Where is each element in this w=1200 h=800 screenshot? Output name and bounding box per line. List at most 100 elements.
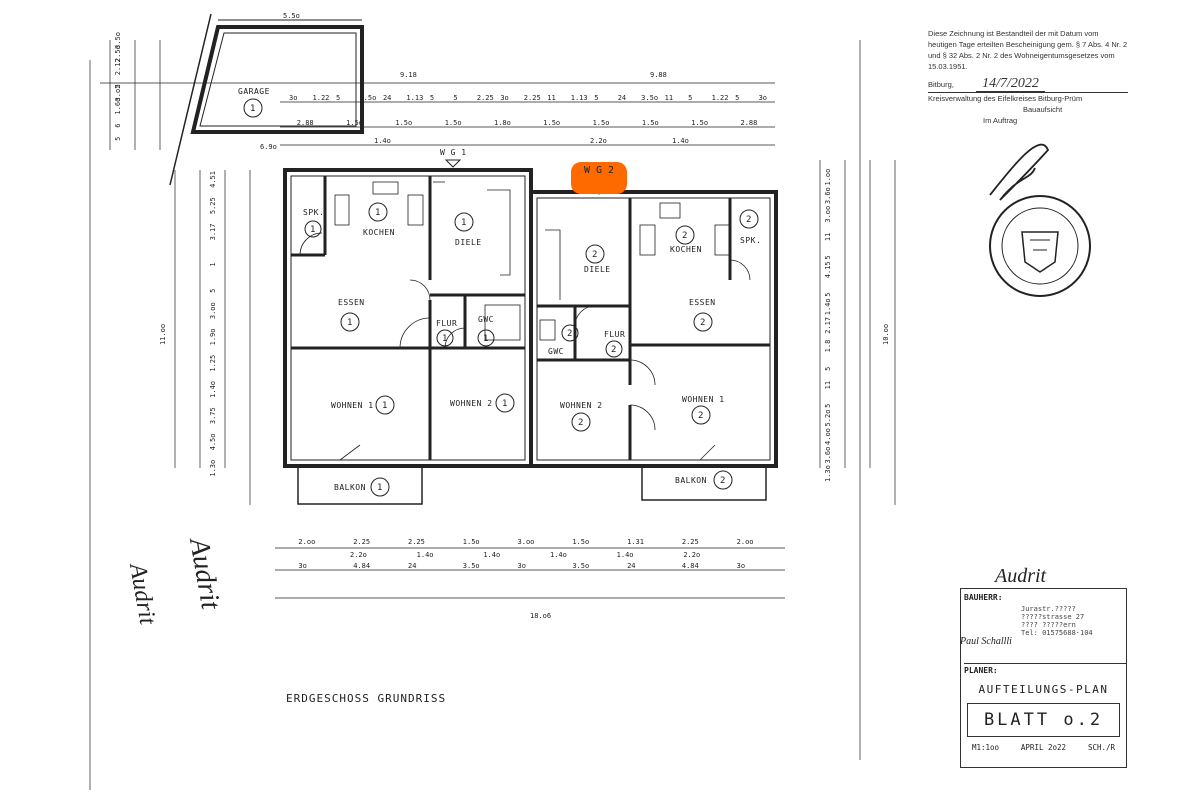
dimension-label: 2.2o: [350, 551, 367, 559]
side-signature-1: Audrit: [183, 534, 227, 613]
room-unit-spk1: 1: [310, 225, 315, 235]
dimension-label: 3o: [737, 562, 745, 570]
dimension-label: 1.22: [712, 94, 729, 102]
dimension-label: 3.17: [209, 224, 217, 241]
unit-marker-w1: W G 1: [440, 148, 467, 157]
dimension-label: 5: [114, 84, 122, 88]
room-unit-circles: [243, 98, 759, 497]
dimension-label: 4.84: [353, 562, 370, 570]
owner-address: Jurastr.????? ?????strasse 27 ???? ?????…: [1021, 605, 1126, 637]
room-unit-gwc2: 2: [567, 329, 572, 339]
room-labels: GARAGE 1 SPK. 1 KOCHEN 1 DIELE 1 ESSEN 1…: [238, 87, 761, 493]
dimension-label: 5: [209, 289, 217, 293]
notice-date-line: Bitburg, 14/7/2022: [928, 76, 1128, 92]
authority-signature: [989, 143, 1050, 201]
dimension-label: 1.6o: [114, 98, 122, 115]
room-label-wohnen2-2: WOHNEN 2: [560, 401, 603, 410]
dimension-label: 1.5o: [572, 538, 589, 546]
unit-2-walls: [537, 198, 770, 460]
dimension-label: 5.2o: [824, 410, 832, 427]
room-label-diele2: DIELE: [584, 265, 611, 274]
dim-top-row3-3: 2.2o: [590, 137, 607, 145]
dimension-label: 3o: [518, 562, 526, 570]
dimension-label: 3o: [500, 94, 508, 102]
owner-signature: Audrit: [995, 565, 1047, 587]
room-unit-kochen1: 1: [375, 208, 380, 218]
dimension-label: 1.4o: [209, 381, 217, 398]
dimension-label: 3o: [298, 562, 306, 570]
dimension-label: 3.oo: [518, 538, 535, 546]
dimension-label: 1.25: [209, 355, 217, 372]
sheet-number: BLATT o.2: [967, 703, 1120, 737]
room-label-flur1: FLUR: [436, 319, 457, 328]
w1-marker-triangle: [444, 159, 462, 168]
dimension-label: 4.84: [682, 562, 699, 570]
plan-scale: M1:1oo: [971, 743, 1000, 752]
garage-outline: [169, 13, 364, 186]
dim-top-row3-1: 6.9o: [260, 143, 277, 151]
plan-drawn: SCH./R: [1087, 743, 1116, 752]
dimension-label: 1.5o: [463, 538, 480, 546]
dimension-label: 5: [824, 367, 832, 371]
dimension-label: 1: [209, 262, 217, 266]
authority-notice: Diese Zeichnung ist Bestandteil der mit …: [928, 28, 1128, 126]
planer-label: PLANER:: [964, 663, 1126, 675]
fixtures: [334, 181, 731, 341]
dimension-label: 4.51: [209, 171, 217, 188]
dimension-label: 3.5o: [572, 562, 589, 570]
dimension-label: 3.oo: [209, 302, 217, 319]
dimension-label: 24: [383, 94, 391, 102]
room-label-kochen2: KOCHEN: [670, 245, 702, 254]
dimension-label: 1.4o: [617, 551, 634, 559]
room-label-wohnen1-1: WOHNEN 1: [331, 401, 374, 410]
dim-left: 4.515.253.17153.oo1.9o1.251.4o3.754.5o1.…: [209, 171, 217, 477]
dimension-label: 3.5o: [359, 94, 376, 102]
dimension-label: 1.9o: [209, 329, 217, 346]
room-label-gwc1: GWC: [478, 315, 494, 324]
dimension-label: 1.4o: [824, 298, 832, 315]
dimension-label: 4.15: [824, 261, 832, 278]
unit-marker-w2: W G 2: [583, 165, 615, 176]
dimension-label: 3.5o: [114, 32, 122, 49]
dimension-label: 11: [824, 381, 832, 389]
side-signature-2: Audrit: [124, 560, 161, 628]
room-label-spk1: SPK.: [303, 208, 324, 217]
room-unit-essen2: 2: [700, 318, 705, 328]
dimension-label: 24: [618, 94, 626, 102]
room-unit-spk2: 2: [746, 215, 751, 225]
dim-right: 1.oo3.6o3.oo1154.1551.4o2.171.851155.2o4…: [824, 169, 832, 482]
room-label-diele1: DIELE: [455, 238, 482, 247]
dimension-label: 5: [824, 404, 832, 408]
room-label-essen2: ESSEN: [689, 298, 716, 307]
dimension-label: 3o: [289, 94, 297, 102]
dim-right-outer: 10.oo: [882, 324, 890, 345]
room-label-kochen1: KOCHEN: [363, 228, 395, 237]
room-label-gwc2: GWC: [548, 347, 564, 356]
dimension-label: 1.4o: [483, 551, 500, 559]
floor-title: ERDGESCHOSS GRUNDRISS: [286, 692, 447, 705]
dimension-label: 3.o2: [114, 85, 122, 102]
dimension-label: 11: [824, 233, 832, 241]
room-label-spk2: SPK.: [740, 236, 761, 245]
dimension-label: 1.13: [571, 94, 588, 102]
dim-top-main-2: 9.88: [650, 71, 667, 79]
door-swings: [299, 232, 751, 461]
room-unit-wohnen1-2: 2: [698, 411, 703, 421]
dimension-label: 2.88: [740, 119, 757, 127]
dimension-label: 3.5o: [641, 94, 658, 102]
room-label-balkon1: BALKON: [334, 483, 366, 492]
dim-bottom-total: 18.o6: [530, 612, 551, 620]
dimension-label: 1.4o: [550, 551, 567, 559]
room-label-wohnen1-2: WOHNEN 1: [682, 395, 725, 404]
room-unit-kochen2: 2: [682, 231, 687, 241]
owner-line: ?????strasse 27: [1021, 613, 1085, 621]
official-seal: [989, 195, 1091, 297]
dimension-label: 5: [735, 94, 739, 102]
dimension-label: 1.5o: [691, 119, 708, 127]
dimension-label: 5: [114, 137, 122, 141]
dim-top-row3-4: 1.4o: [672, 137, 689, 145]
